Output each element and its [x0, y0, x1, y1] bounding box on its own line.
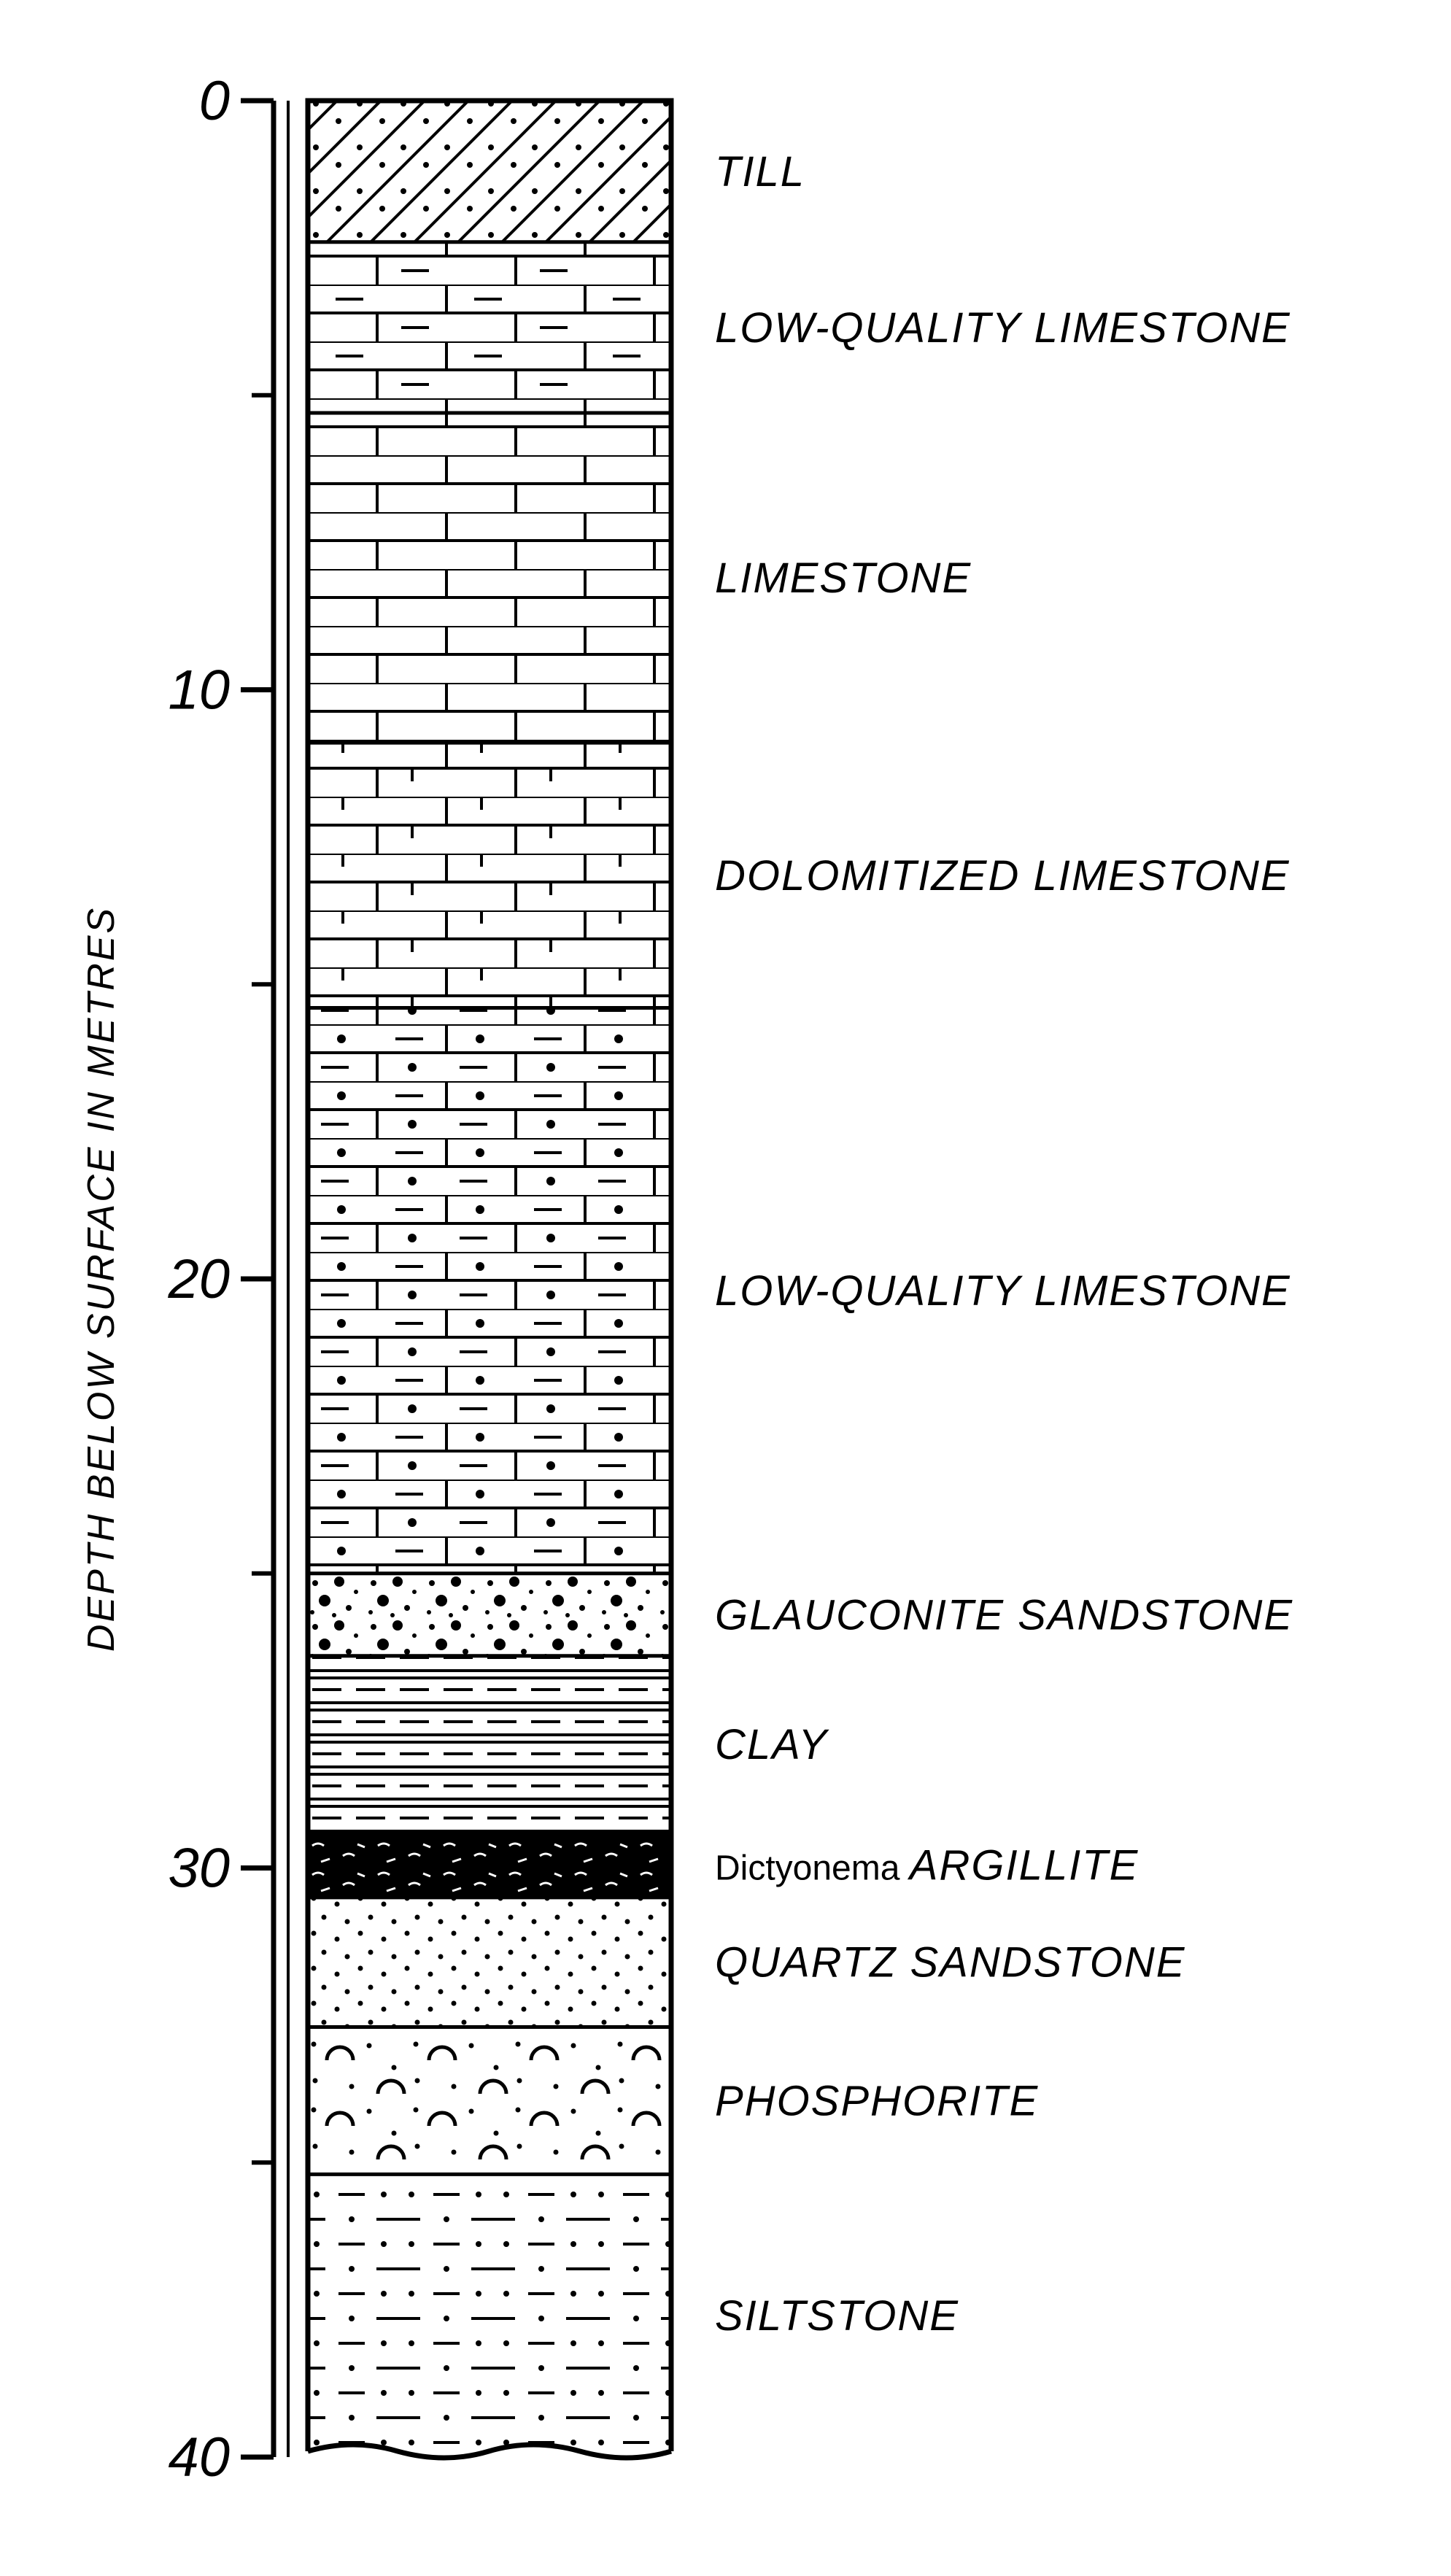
label-glauconite-sandstone: GLAUCONITE SANDSTONE [715, 1591, 1293, 1639]
layer-dolomitized-limestone [308, 743, 671, 1008]
label-dolomitized-limestone: DOLOMITIZED LIMESTONE [715, 852, 1291, 900]
column-base-wavy [307, 2442, 673, 2461]
tick-label: 40 [168, 2426, 230, 2488]
rock-name: LOW-QUALITY LIMESTONE [715, 304, 1291, 352]
rock-name: GLAUCONITE SANDSTONE [715, 1591, 1293, 1639]
label-low-quality-limestone-lower: LOW-QUALITY LIMESTONE [715, 1267, 1291, 1315]
label-limestone: LIMESTONE [715, 554, 972, 602]
layer-dictyonema-argillite [308, 1833, 671, 1898]
rock-name: CLAY [715, 1721, 830, 1768]
tick-label: 0 [199, 70, 230, 132]
tick-label: 10 [168, 660, 230, 722]
layer-low-quality-limestone-lower [308, 1007, 671, 1574]
label-quartz-sandstone: QUARTZ SANDSTONE [715, 1939, 1185, 1987]
rock-name: ARGILLITE [908, 1841, 1139, 1889]
rock-name: TILL [715, 148, 805, 196]
rock-name: LIMESTONE [715, 554, 972, 602]
layer-low-quality-limestone-upper [308, 241, 671, 413]
rock-name: QUARTZ SANDSTONE [715, 1939, 1185, 1987]
label-dictyonema-argillite: Dictyonema ARGILLITE [715, 1841, 1139, 1889]
rock-name: LOW-QUALITY LIMESTONE [715, 1267, 1291, 1315]
layer-quartz-sandstone [308, 1897, 671, 2027]
label-siltstone: SILTSTONE [715, 2292, 959, 2340]
column-outline [305, 98, 674, 2451]
layer-phosphorite [308, 2027, 671, 2175]
layer-till [308, 101, 671, 242]
genus-name: Dictyonema [715, 1849, 910, 1887]
rock-name: SILTSTONE [715, 2292, 959, 2340]
label-phosphorite: PHOSPHORITE [715, 2077, 1039, 2124]
axis-title: DEPTH BELOW SURFACE IN METRES [80, 906, 123, 1652]
label-till: TILL [715, 148, 805, 196]
depth-axis: 0 10 20 30 40 DEPTH BELOW SURFACE IN METRES [80, 70, 290, 2488]
layer-limestone [308, 412, 671, 743]
tick-label: 20 [167, 1248, 230, 1310]
tick-label: 30 [168, 1838, 230, 1900]
rock-name: DOLOMITIZED LIMESTONE [715, 852, 1291, 900]
layer-glauconite-sandstone [308, 1573, 671, 1656]
label-low-quality-limestone-upper: LOW-QUALITY LIMESTONE [715, 304, 1291, 352]
label-clay: CLAY [715, 1721, 830, 1768]
layer-siltstone [308, 2174, 671, 2457]
rock-layers [305, 98, 674, 2461]
layer-labels: TILL LOW-QUALITY LIMESTONE LIMESTONE DOLOMI… [715, 148, 1293, 2340]
rock-name: PHOSPHORITE [715, 2077, 1039, 2124]
layer-clay [308, 1655, 671, 1833]
